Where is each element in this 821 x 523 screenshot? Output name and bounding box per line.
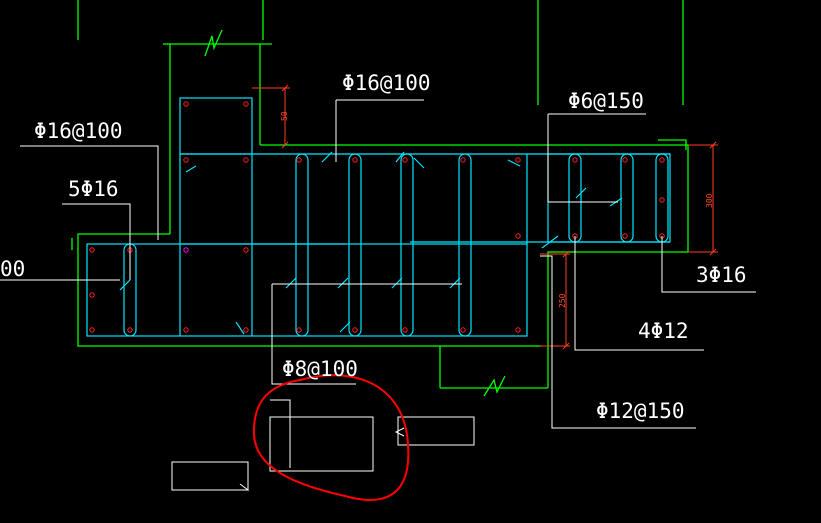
rebar-dots <box>89 101 665 333</box>
label-5phi16: 5Φ16 <box>68 177 119 201</box>
label-cut-00: 00 <box>0 257 25 281</box>
label-phi12-150: Φ12@150 <box>596 399 685 423</box>
highlight-circle <box>252 374 410 501</box>
concrete-outline <box>71 0 689 397</box>
dim-300: 300 <box>705 193 714 208</box>
leader-lines <box>0 99 756 491</box>
dimension-lines <box>252 84 718 350</box>
label-3phi16: 3Φ16 <box>696 263 747 287</box>
label-phi8-100: Φ8@100 <box>282 357 358 381</box>
rebar-cages <box>86 97 671 337</box>
label-4phi12: 4Φ12 <box>638 319 689 343</box>
label-phi6-150: Φ6@150 <box>568 89 644 113</box>
dim-small-top: 50 <box>280 111 289 121</box>
label-phi16-100-left: Φ16@100 <box>34 119 123 143</box>
corner-dots <box>183 247 189 253</box>
dim-250: 250 <box>558 293 567 308</box>
label-phi16-100-top: Φ16@100 <box>342 71 431 95</box>
